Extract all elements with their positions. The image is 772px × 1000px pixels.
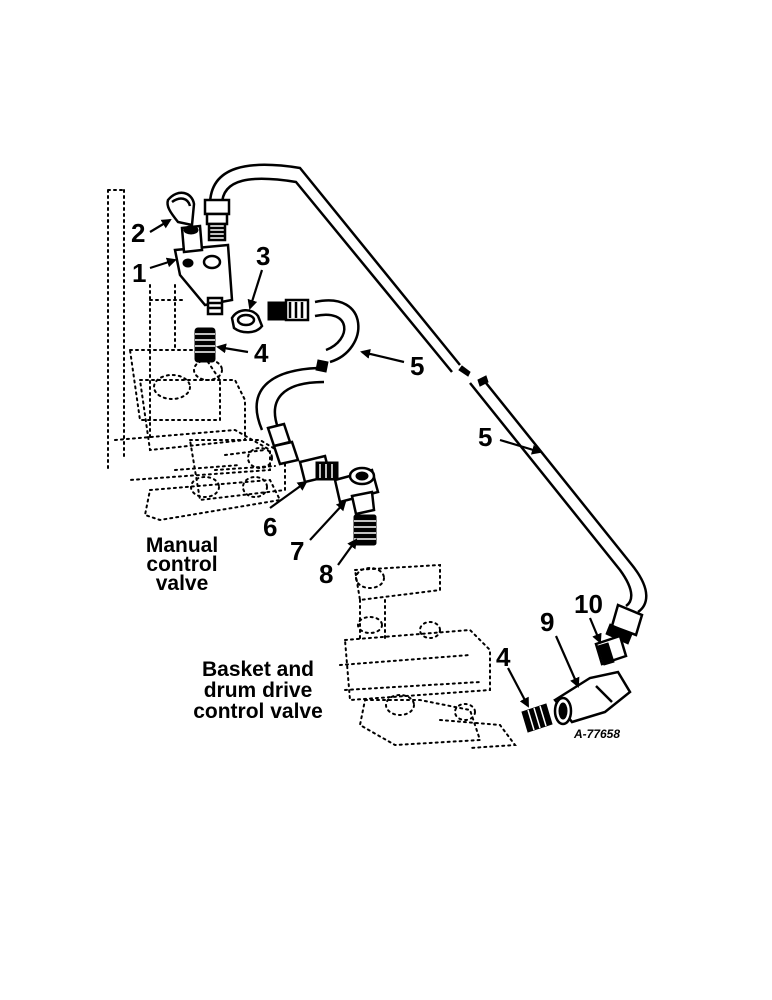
callout-6: 6 <box>263 512 277 542</box>
long-hose <box>203 163 648 645</box>
manual-label-line-1: Manual <box>146 534 218 557</box>
basket-label-line-3: control valve <box>193 700 323 723</box>
part-9-y-fitting <box>553 670 632 726</box>
manual-control-valve-body <box>107 189 286 522</box>
basket-drum-valve-body <box>339 563 517 749</box>
callout-9: 9 <box>540 607 554 637</box>
part-7-tee <box>333 466 380 516</box>
basket-drum-valve-label: Basket and drum drive control valve <box>193 658 323 723</box>
basket-label-line-2: drum drive <box>204 679 313 702</box>
part-4-nipple-upper <box>194 327 216 363</box>
part-10-hex-fitting <box>594 634 628 666</box>
part-6-adapter <box>298 454 339 484</box>
leader-lines <box>149 218 602 708</box>
callout-5-long-hose: 5 <box>478 422 492 452</box>
callout-1: 1 <box>132 258 146 288</box>
part-8-nipple <box>353 514 377 546</box>
callout-10: 10 <box>574 589 603 619</box>
callout-2: 2 <box>131 218 145 248</box>
part-1-fitting <box>173 224 234 316</box>
part-2-elbow <box>166 191 196 227</box>
callout-4-upper: 4 <box>254 338 269 368</box>
callout-4-lower: 4 <box>496 642 511 672</box>
callout-5-short-hose: 5 <box>410 351 424 381</box>
short-hose <box>255 298 360 466</box>
reference-code: A-77658 <box>573 727 620 741</box>
callout-3: 3 <box>256 241 270 271</box>
manual-control-valve-label: Manual control valve <box>146 534 218 595</box>
manual-label-line-3: valve <box>156 572 209 595</box>
part-3-elbow <box>230 309 264 334</box>
basket-label-line-1: Basket and <box>202 658 314 681</box>
callout-8: 8 <box>319 559 333 589</box>
callout-numbers: 1 2 3 4 5 5 6 7 8 4 9 10 <box>131 218 603 672</box>
manual-label-line-2: control <box>146 553 217 576</box>
part-4-nipple-lower <box>521 703 553 733</box>
callout-7: 7 <box>290 536 304 566</box>
